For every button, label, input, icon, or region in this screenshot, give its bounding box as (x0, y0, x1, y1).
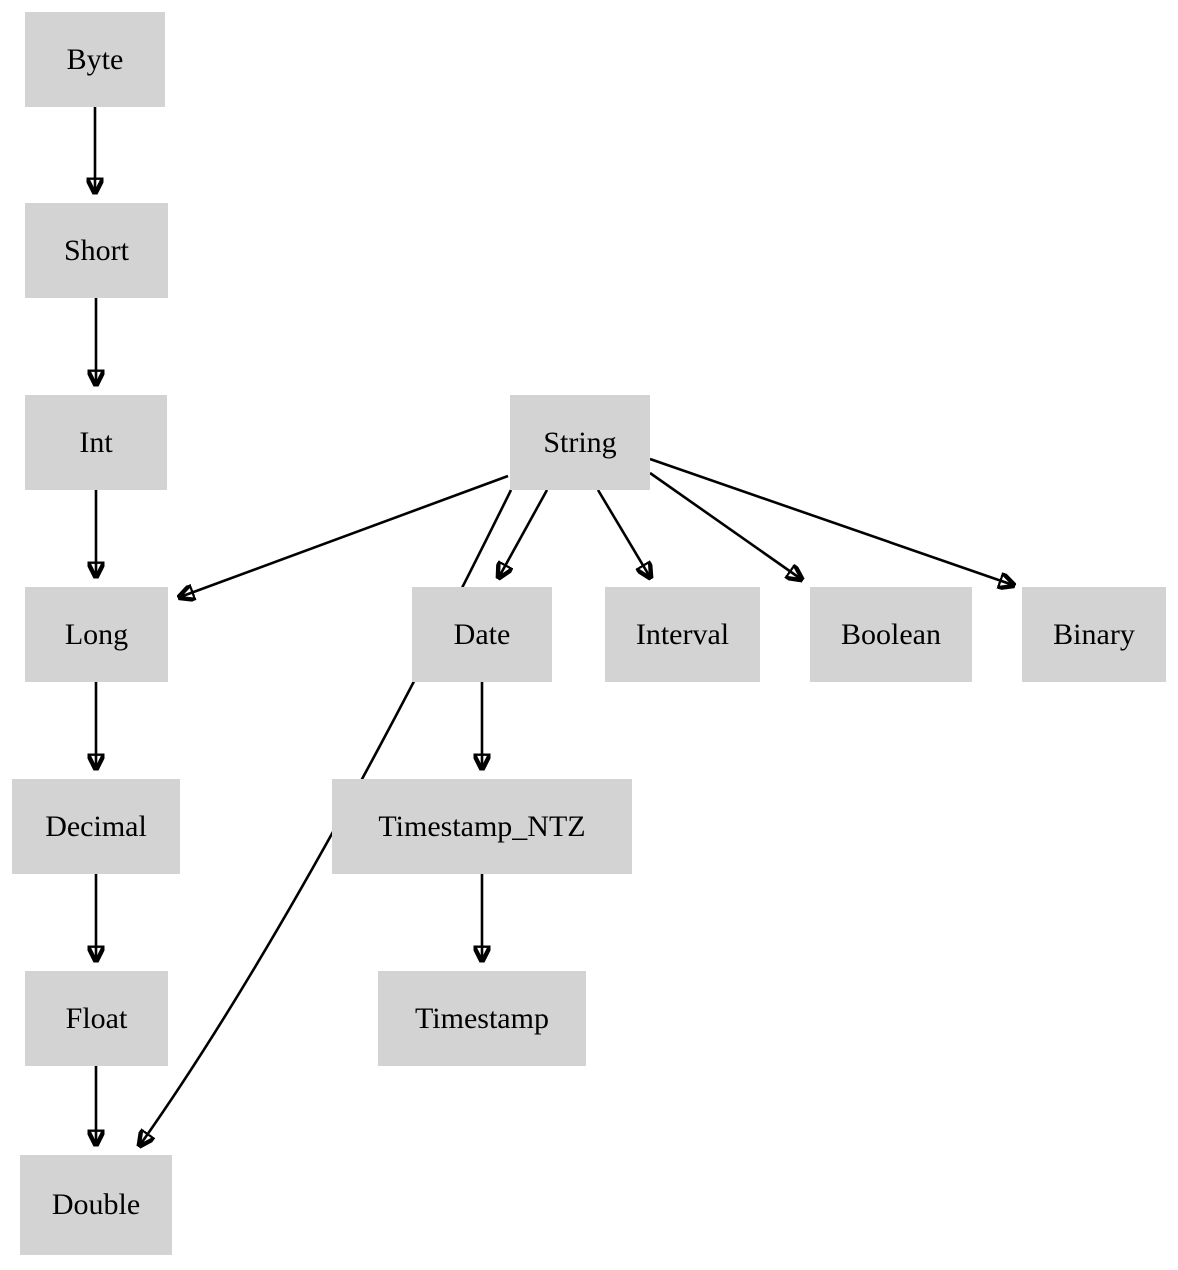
node-double: Double (20, 1155, 172, 1255)
node-date: Date (412, 587, 552, 682)
edge-string-interval (596, 489, 650, 577)
node-byte: Byte (25, 12, 165, 107)
node-timestamp: Timestamp (378, 971, 586, 1066)
edge-string-boolean (649, 471, 801, 579)
node-short: Short (25, 203, 168, 298)
edge-string-long (180, 474, 509, 597)
node-binary: Binary (1022, 587, 1166, 682)
node-long: Long (25, 587, 168, 682)
node-interval: Interval (605, 587, 760, 682)
node-string: String (510, 395, 650, 490)
edge-string-binary (649, 457, 1013, 585)
node-float: Float (25, 971, 168, 1066)
node-boolean: Boolean (810, 587, 972, 682)
edge-string-date (499, 489, 549, 577)
node-timestamp-ntz: Timestamp_NTZ (332, 779, 632, 874)
node-decimal: Decimal (12, 779, 180, 874)
node-int: Int (25, 395, 167, 490)
